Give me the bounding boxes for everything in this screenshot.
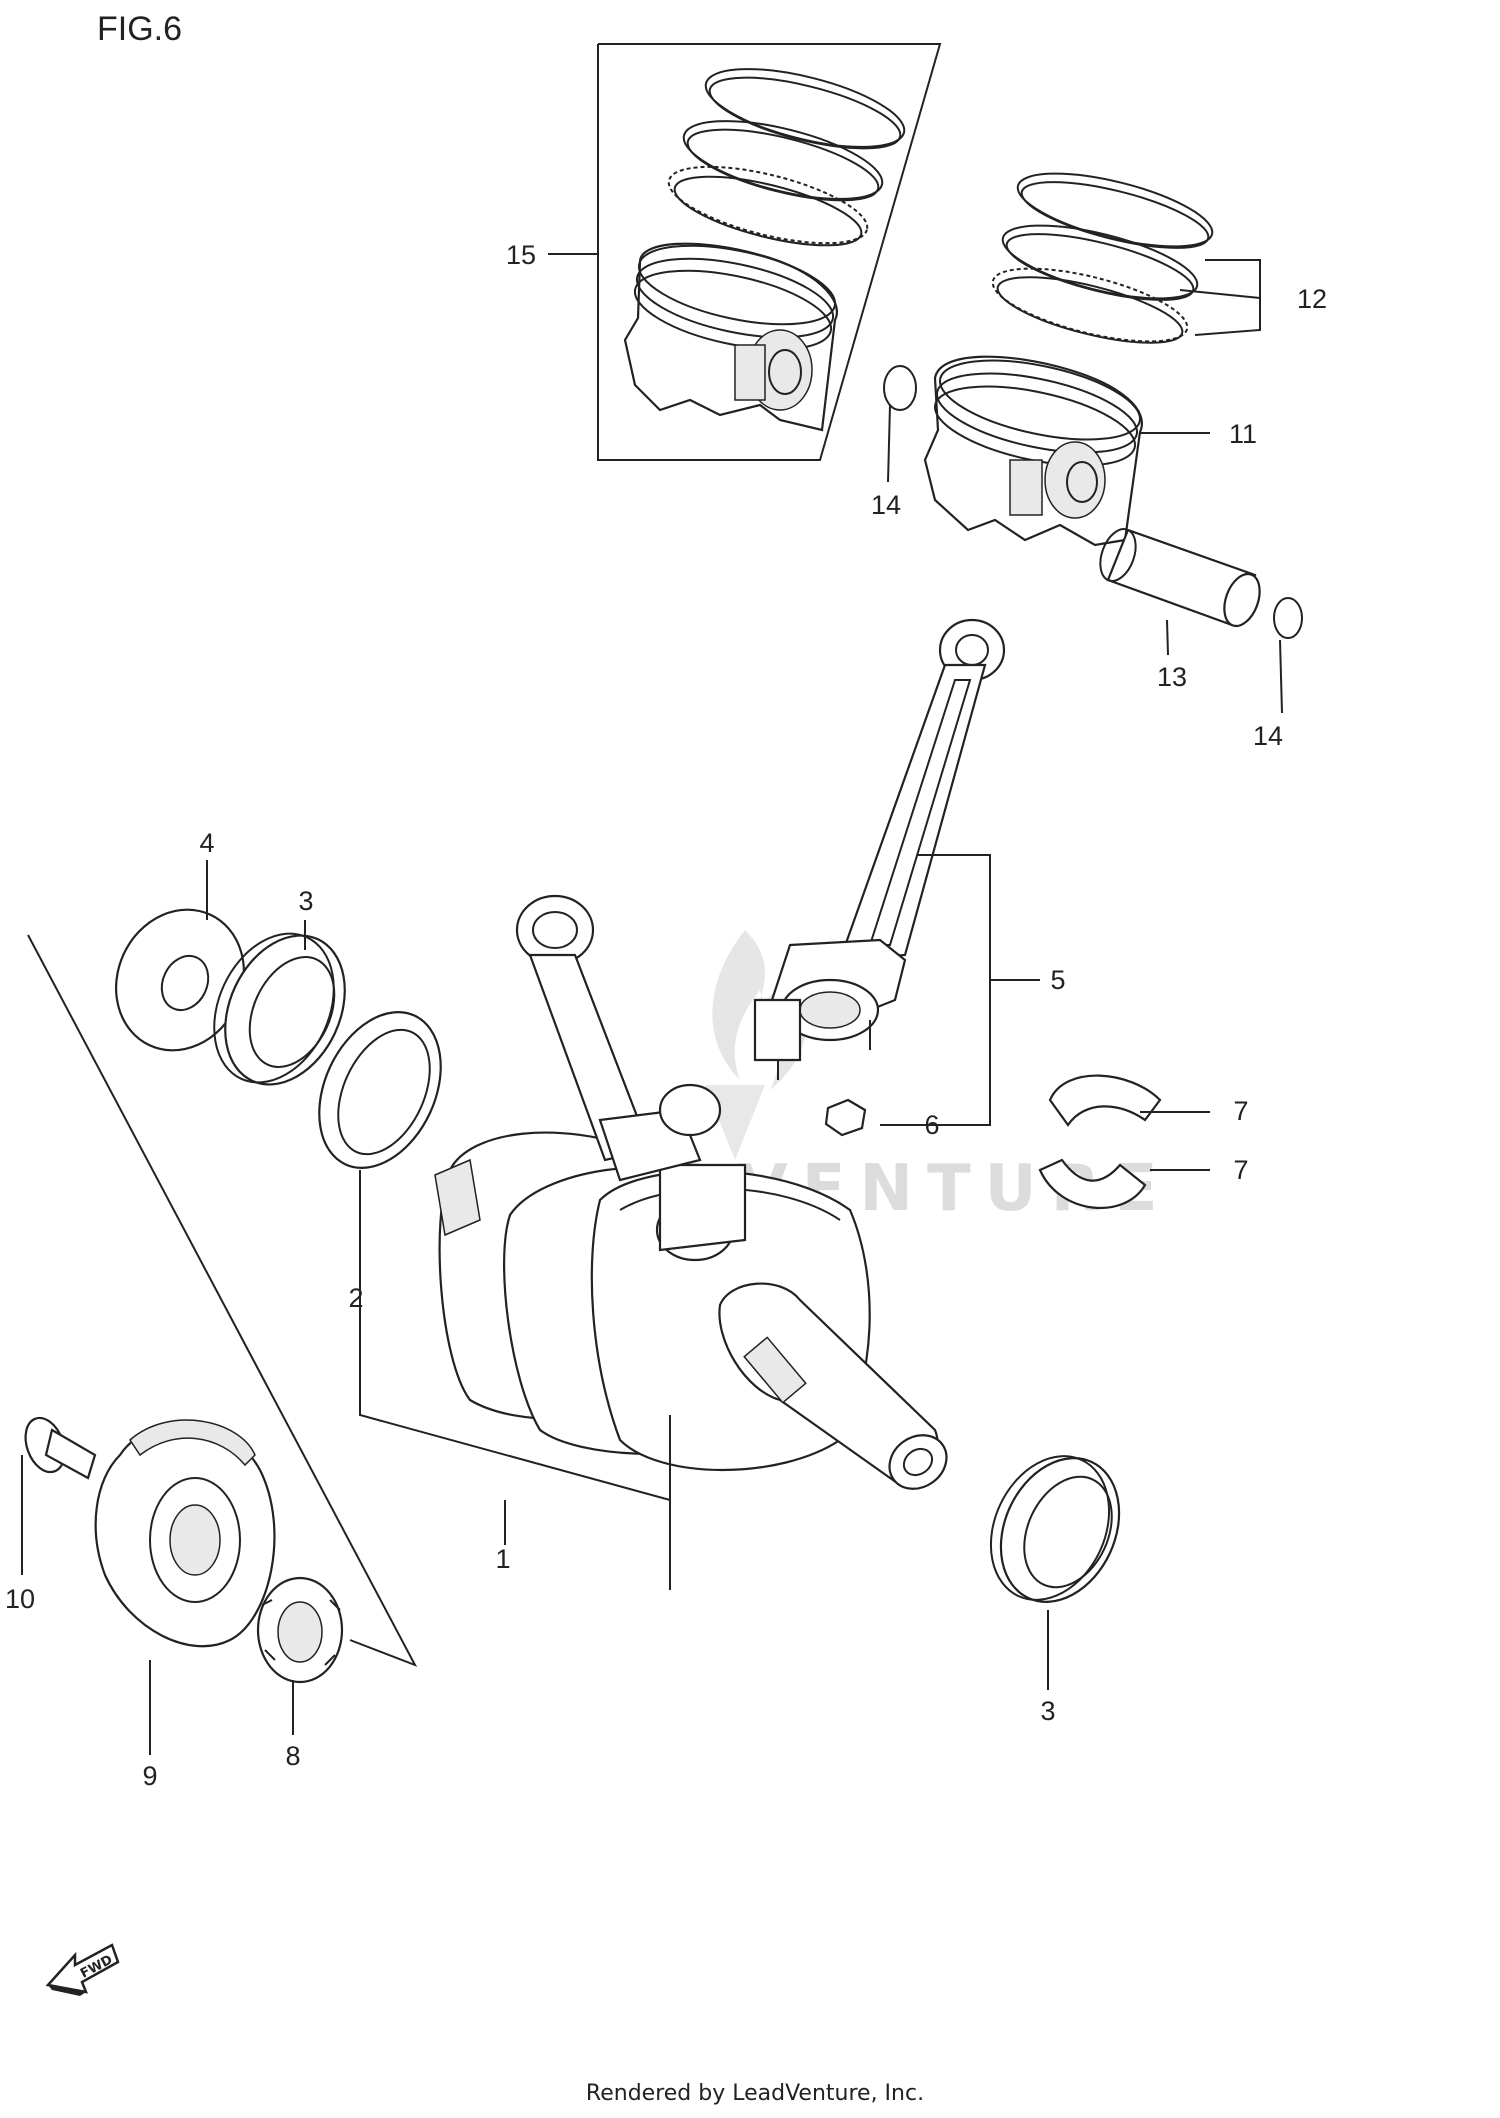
shim: [318, 1011, 442, 1169]
main-bearing-left: [213, 932, 346, 1086]
fwd-arrow-icon: FWD: [45, 1943, 120, 1996]
callout-7-upper: 7: [1233, 1096, 1248, 1126]
circlip-right: [1273, 597, 1303, 639]
starter-bolt: [24, 1416, 97, 1480]
callout-9: 9: [142, 1761, 157, 1791]
callout-6: 6: [924, 1110, 939, 1140]
piston: [923, 355, 1143, 547]
piston-pin: [1099, 528, 1261, 628]
starter-idle-gear: [256, 1576, 344, 1684]
piston-rings-set-a: [667, 68, 906, 247]
callout-2: 2: [348, 1283, 363, 1313]
callout-15: 15: [506, 240, 536, 270]
callout-1: 1: [495, 1544, 510, 1574]
piston-kit-box: [597, 43, 942, 461]
crank-pin-bearing-lower: [1038, 1158, 1147, 1209]
circlip-left: [883, 365, 917, 411]
callout-14-left: 14: [871, 490, 901, 520]
callout-7-lower: 7: [1233, 1155, 1248, 1185]
callout-13: 13: [1157, 662, 1187, 692]
callout-8: 8: [285, 1741, 300, 1771]
callout-3-left: 3: [298, 886, 313, 916]
piston-in-kit: [623, 242, 838, 432]
footer-credit: Rendered by LeadVenture, Inc.: [586, 2081, 924, 2106]
main-bearing-right: [989, 1455, 1121, 1603]
callout-4: 4: [199, 828, 214, 858]
piston-rings-set-12: [991, 172, 1214, 344]
connecting-rod-upper: [753, 618, 1006, 1080]
callout-12: 12: [1297, 284, 1327, 314]
crank-pin-bearing-upper: [1048, 1074, 1162, 1127]
crankshaft: [434, 894, 948, 1490]
callout-10: 10: [5, 1584, 35, 1614]
callout-11: 11: [1229, 419, 1257, 449]
callout-3-right: 3: [1040, 1696, 1055, 1726]
callout-14-right: 14: [1253, 721, 1283, 751]
figure-title: FIG.6: [97, 10, 182, 48]
callout-5: 5: [1050, 965, 1065, 995]
starter-clutch-gear: [94, 1419, 276, 1648]
rod-nut: [824, 1098, 867, 1137]
